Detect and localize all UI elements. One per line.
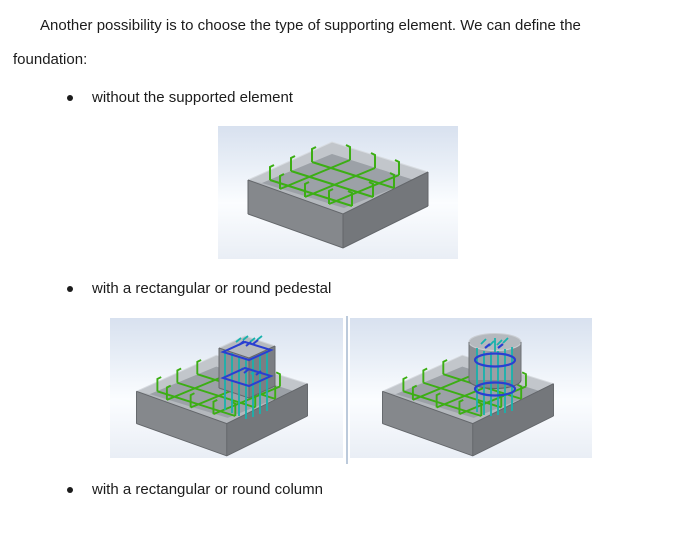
figure-foundation-rectangular-pedestal <box>110 318 343 458</box>
slab-3d <box>247 141 429 249</box>
intro-paragraph: Another possibility is to choose the typ… <box>13 9 653 77</box>
bullet-item-rectangular-or-round-pedestal: with a rectangular or round pedestal <box>0 279 676 299</box>
bullet-dot <box>67 487 73 493</box>
bullet-label: without the supported element <box>92 89 293 106</box>
bullet-item-rectangular-or-round-column: with a rectangular or round column <box>0 480 676 500</box>
foundation-with-rectangular-pedestal-3d-view <box>135 335 309 457</box>
slab-3d <box>381 354 555 457</box>
intro-line-1: Another possibility is to choose the typ… <box>40 17 581 34</box>
figure-divider <box>346 316 348 464</box>
pedestal-stirrups-blue <box>220 339 274 388</box>
bullet-item-without-supported-element: without the supported element <box>0 88 676 108</box>
bullet-label: with a rectangular or round pedestal <box>92 280 332 297</box>
foundation-with-round-pedestal-3d-view <box>381 333 555 457</box>
pedestal-stirrups-blue <box>473 343 517 397</box>
bullet-dot <box>67 95 73 101</box>
intro-line-2: foundation: <box>13 51 88 68</box>
bullet-label: with a rectangular or round column <box>92 481 323 498</box>
pedestal-rebar-cyan <box>224 335 268 419</box>
bullet-dot <box>67 286 73 292</box>
figure-foundation-round-pedestal <box>350 318 592 458</box>
figure-foundation-slab <box>218 126 458 259</box>
foundation-slab-3d-view <box>247 141 429 249</box>
